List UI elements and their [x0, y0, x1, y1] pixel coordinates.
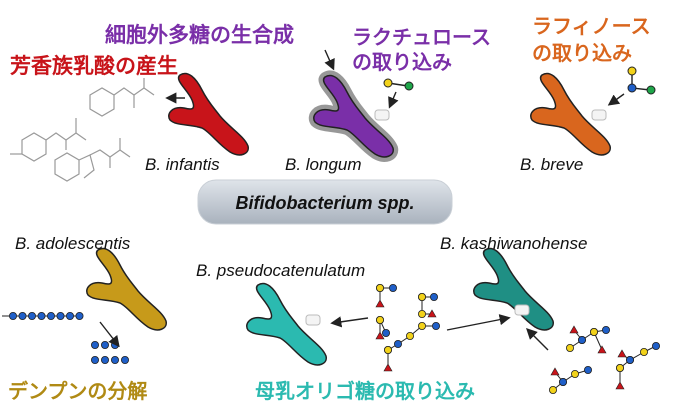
sugar-residue-icon	[652, 341, 661, 350]
sugar-residue-icon	[101, 355, 110, 364]
sugar-residue-icon	[616, 363, 625, 372]
sugar-residue-icon	[590, 327, 599, 336]
fucose-icon	[615, 381, 625, 390]
species-label-longum: B. longum	[285, 155, 362, 174]
genus-title-badge: Bifidobacterium spp.	[197, 179, 453, 225]
fucose-icon	[375, 331, 385, 340]
sugar-residue-icon	[381, 328, 390, 337]
sugar-residue-icon	[626, 355, 635, 364]
sugar-residue-icon	[91, 355, 100, 364]
sugar-residue-icon	[602, 325, 611, 334]
b-infantis-cell	[168, 72, 250, 156]
sugar-residue-icon	[393, 339, 402, 348]
starch-chain-icon	[2, 311, 130, 364]
fucose-icon	[597, 345, 607, 354]
sugar-residue-icon	[584, 365, 593, 374]
arrow-icon	[446, 314, 511, 331]
sugar-residue-icon	[559, 377, 568, 386]
sugar-residue-icon	[91, 340, 100, 349]
arrow-icon	[99, 321, 120, 348]
b-kashiwanohense-cell	[473, 247, 555, 331]
sugar-residue-icon	[431, 321, 440, 330]
raffinose-glycan-icon	[607, 66, 656, 106]
fucose-icon	[617, 349, 627, 358]
fucose-icon	[375, 299, 385, 308]
species-label-adolescentis: B. adolescentis	[15, 234, 131, 253]
sugar-residue-icon	[375, 315, 384, 324]
species-label-kashiwanohense: B. kashiwanohense	[440, 234, 587, 253]
arrow-icon	[324, 49, 335, 71]
hmo-glycan-cluster	[375, 283, 661, 394]
sugar-residue-icon	[417, 292, 426, 301]
lactulose-uptake-label-2: の取り込み	[352, 50, 452, 74]
fucose-icon	[427, 309, 437, 318]
sugar-residue-icon	[66, 311, 75, 320]
lactulose-glycan-icon	[383, 78, 414, 109]
sugar-residue-icon	[56, 311, 65, 320]
sugar-residue-icon	[121, 355, 130, 364]
raffinose-uptake-label-1: ラフィノース	[532, 14, 651, 38]
species-label-pseudocatenulatum: B. pseudocatenulatum	[196, 261, 365, 280]
genus-title: Bifidobacterium spp.	[235, 193, 414, 213]
fucose-icon	[550, 367, 560, 376]
sugar-residue-icon	[47, 311, 56, 320]
sugar-residue-icon	[578, 335, 587, 344]
sugar-residue-icon	[417, 321, 426, 330]
sugar-residue-icon	[417, 309, 426, 318]
raffinose-uptake-label-2: の取り込み	[532, 41, 632, 65]
eps-biosynthesis-label: 細胞外多糖の生合成	[105, 23, 294, 47]
sugar-residue-icon	[375, 283, 384, 292]
sugar-residue-icon	[18, 311, 27, 320]
species-label-infantis: B. infantis	[145, 155, 220, 174]
sugar-residue-icon	[429, 292, 438, 301]
species-label-breve: B. breve	[520, 155, 583, 174]
b-adolescentis-cell	[86, 247, 168, 331]
sugar-residue-icon	[27, 311, 36, 320]
arrow-icon	[526, 328, 549, 351]
fucose-icon	[569, 325, 579, 334]
b-longum-cell	[314, 75, 393, 156]
fucose-icon	[383, 363, 393, 372]
sugar-residue-icon	[640, 347, 649, 356]
hmo-uptake-label: 母乳オリゴ糖の取り込み	[255, 379, 475, 403]
b-breve-cell	[530, 72, 612, 156]
sugar-residue-icon	[388, 283, 397, 292]
b-pseudocatenulatum-cell	[246, 282, 328, 366]
arrow-icon	[330, 316, 369, 328]
sugar-residue-icon	[111, 355, 120, 364]
sugar-residue-icon	[75, 311, 84, 320]
starch-degradation-label: デンプンの分解	[8, 379, 147, 403]
sugar-residue-icon	[566, 343, 575, 352]
sugar-residue-icon	[405, 331, 414, 340]
aromatic-lactic-acid-label: 芳香族乳酸の産生	[10, 54, 178, 78]
sugar-residue-icon	[101, 340, 110, 349]
sugar-residue-icon	[383, 345, 392, 354]
sugar-residue-icon	[37, 311, 46, 320]
sugar-residue-icon	[8, 311, 17, 320]
sugar-residue-icon	[549, 385, 558, 394]
sugar-residue-icon	[571, 369, 580, 378]
lactulose-uptake-label-1: ラクチュロース	[352, 25, 491, 49]
aromatic-lactic-acid-structures	[10, 78, 155, 182]
